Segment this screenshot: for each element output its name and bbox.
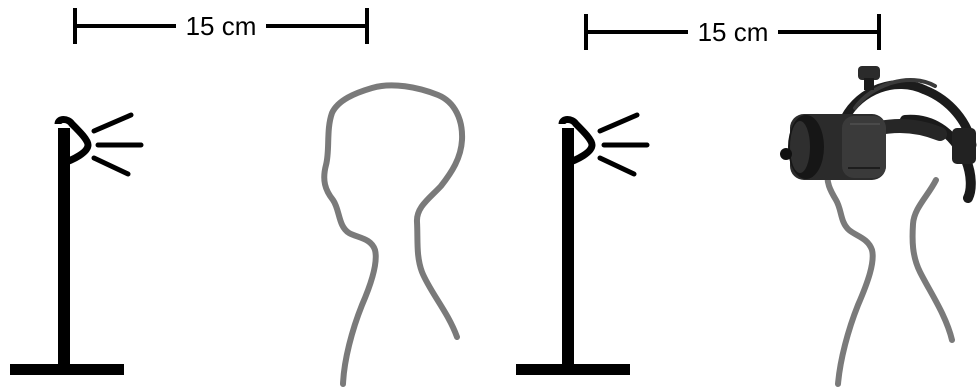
distance-label-left: 15 cm: [186, 11, 257, 41]
panel-right: 15 cm: [516, 14, 976, 384]
head-silhouette-right: [827, 172, 872, 384]
distance-label-right: 15 cm: [698, 17, 769, 47]
dimension-bar-right: 15 cm: [586, 14, 879, 50]
lamp-icon: [516, 115, 647, 375]
lamp-icon: [10, 115, 141, 375]
dimension-bar-left: 15 cm: [75, 8, 367, 44]
head-silhouette-left: [324, 85, 462, 384]
panel-left: 15 cm: [10, 8, 462, 384]
head-back-outline-right: [913, 180, 952, 340]
vr-headset-icon: [780, 66, 976, 198]
